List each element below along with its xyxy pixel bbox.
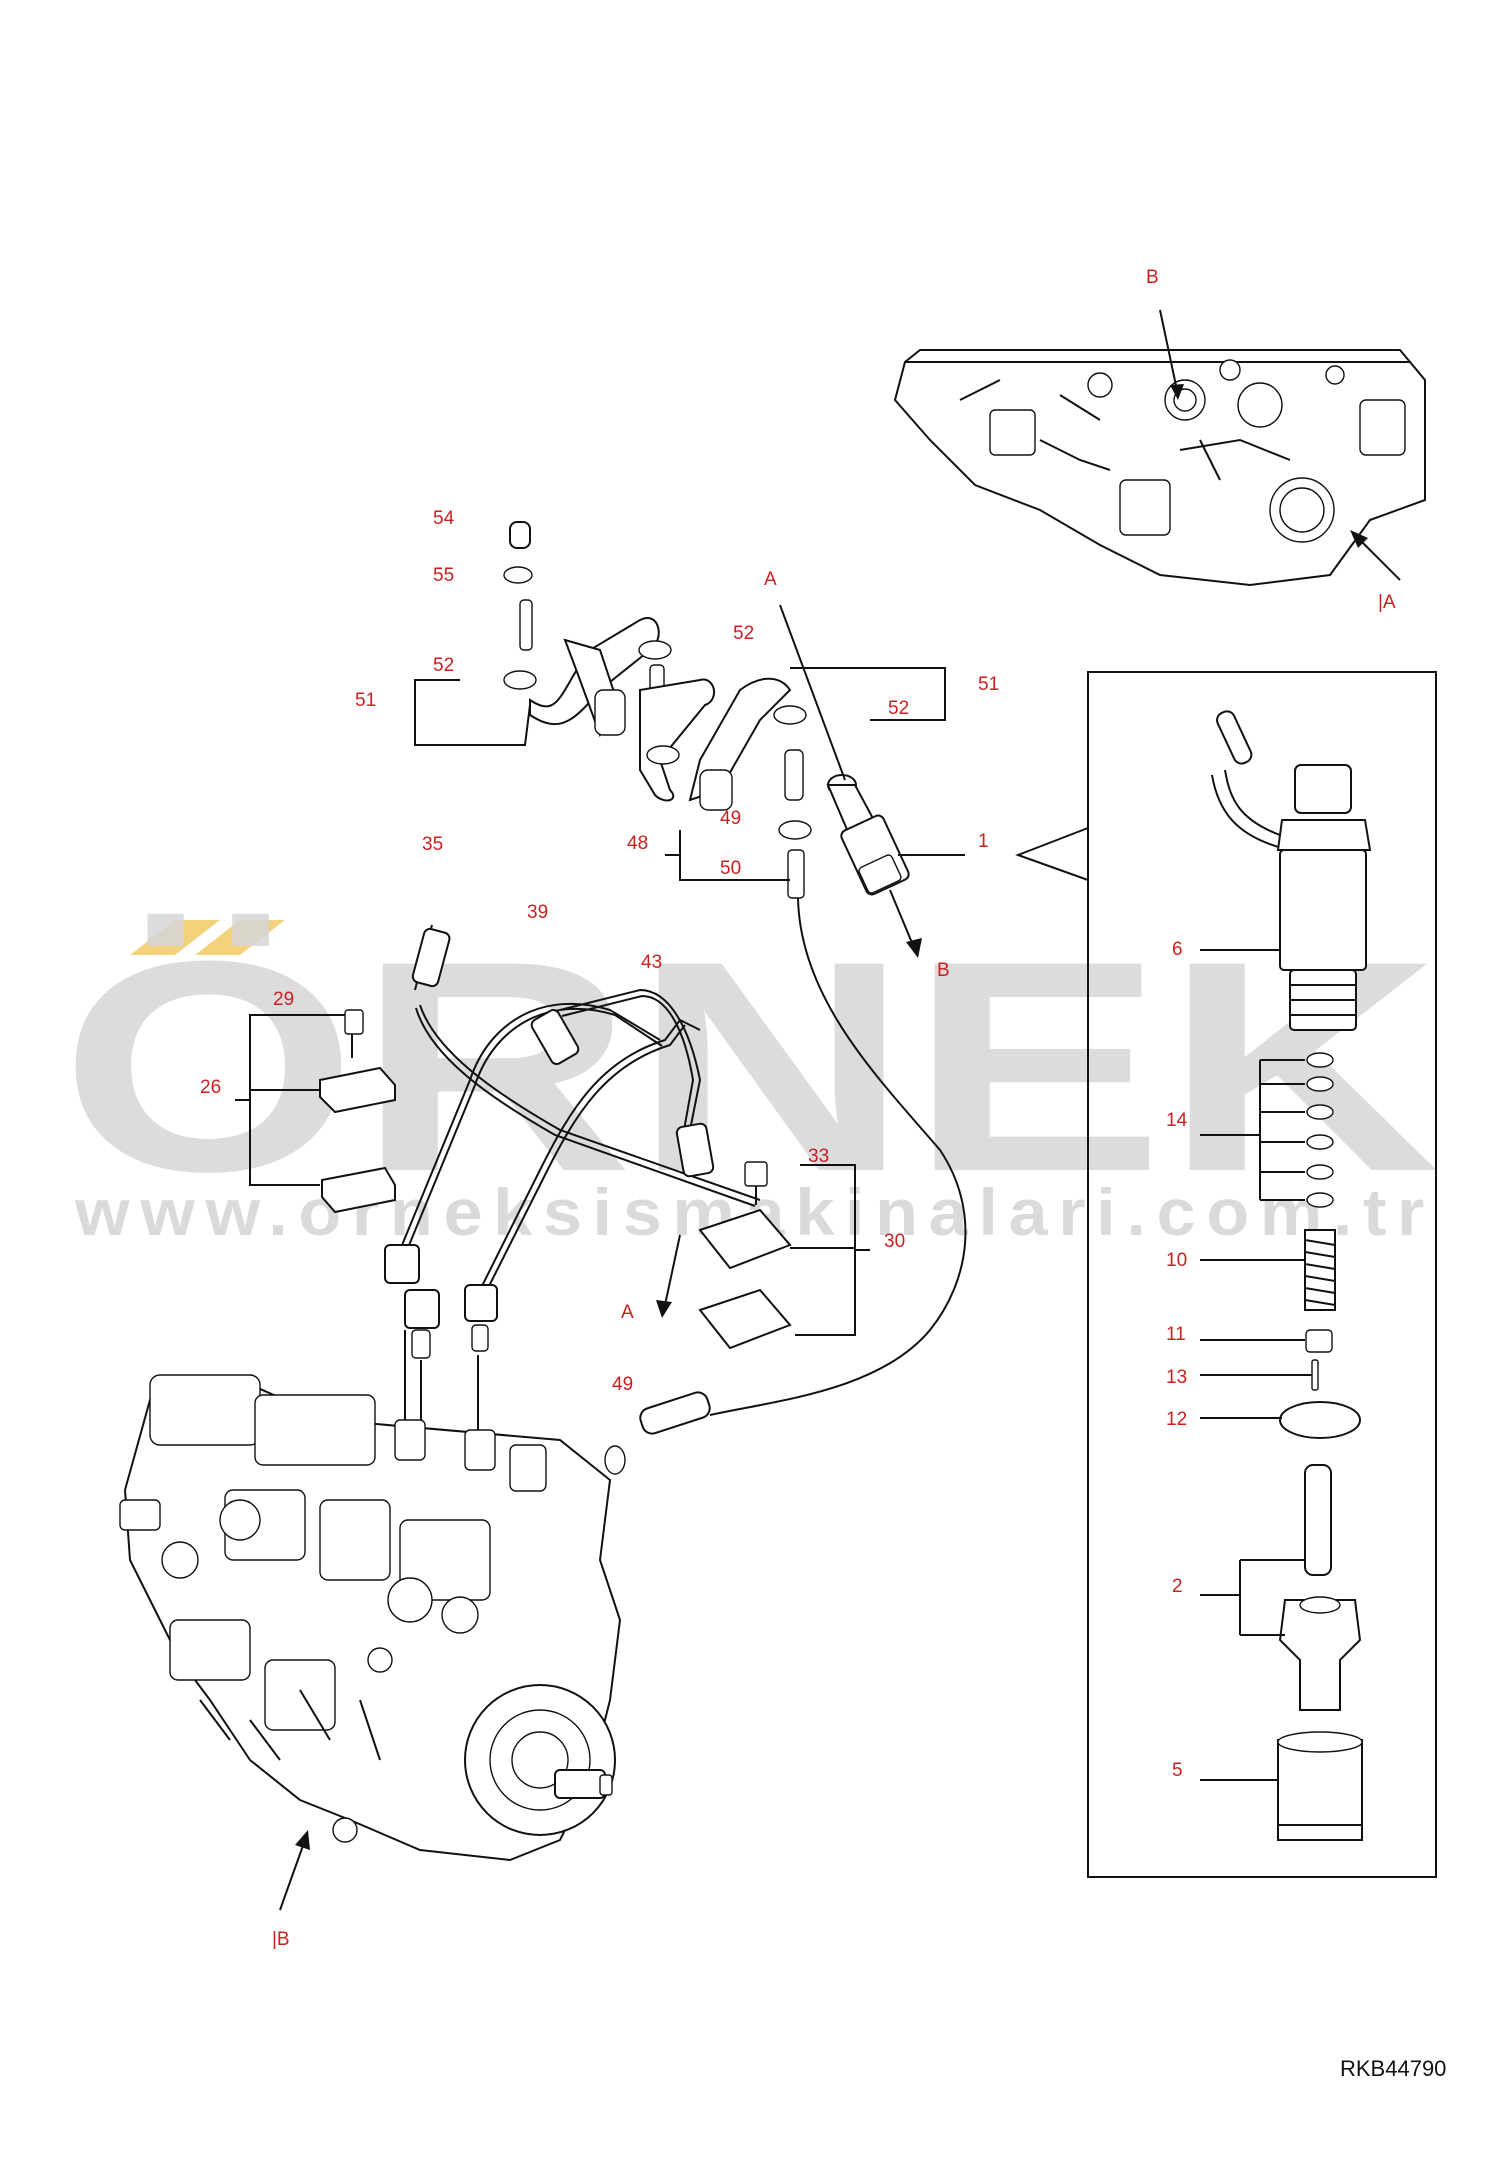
callout-51-left: 51 <box>355 690 376 711</box>
view-label-A-top: A <box>764 569 777 590</box>
callout-14: 14 <box>1166 1110 1188 1131</box>
callout-33: 33 <box>808 1146 829 1167</box>
fuel-return-hose <box>709 897 967 1416</box>
callout-55: 55 <box>433 565 454 586</box>
arrowhead-view-A <box>1350 530 1368 548</box>
bracket-14 <box>1200 1059 1305 1201</box>
view-label-A-arrow: |A <box>1378 592 1396 613</box>
bracket-26 <box>235 1014 345 1186</box>
view-label-B-mid: B <box>937 960 950 981</box>
arrow-view-B <box>279 1839 306 1911</box>
callout-43: 43 <box>641 952 662 973</box>
injection-pump-illustration <box>119 1374 622 1862</box>
callout-35: 35 <box>422 834 443 855</box>
hose-end <box>639 1391 711 1435</box>
callout-49-bottom: 49 <box>612 1374 633 1395</box>
callouts: 54 55 52 51 52 52 51 49 48 50 1 35 39 43… <box>200 267 1396 1950</box>
callout-54: 54 <box>433 508 455 529</box>
callout-12: 12 <box>1166 1409 1187 1430</box>
clip-49 <box>604 1445 626 1475</box>
clamp-30 <box>698 1161 792 1350</box>
arrowhead-view-B <box>295 1830 310 1850</box>
detail-box <box>1087 671 1437 1878</box>
bracket-48 <box>665 830 790 881</box>
arrowhead-A-mid <box>656 1300 672 1318</box>
watermark-accent-left <box>130 920 220 955</box>
callout-52-left: 52 <box>433 655 454 676</box>
callout-30: 30 <box>884 1231 905 1252</box>
bracket-2 <box>1200 1559 1305 1636</box>
reference-code: RKB44790 <box>1340 2056 1446 2081</box>
leak-off-pipes <box>503 521 812 899</box>
callout-29: 29 <box>273 989 294 1010</box>
callout-52-right: 52 <box>888 698 909 719</box>
bracket-51-left <box>414 679 531 746</box>
callout-1: 1 <box>978 831 989 852</box>
callout-52-mid: 52 <box>733 623 754 644</box>
callout-50: 50 <box>720 858 741 879</box>
watermark-accent-right <box>195 920 285 955</box>
clamp-26 <box>319 1009 396 1214</box>
injection-pipes <box>384 924 761 1440</box>
leader-B-head <box>1159 309 1179 396</box>
callout-11: 11 <box>1166 1324 1186 1345</box>
callout-10: 10 <box>1166 1250 1187 1271</box>
callout-2: 2 <box>1172 1576 1183 1597</box>
cylinder-head-illustration <box>893 349 1426 587</box>
arrow-B-mid <box>889 889 916 951</box>
view-label-B-top: B <box>1146 267 1159 288</box>
callout-39: 39 <box>527 902 548 923</box>
arrowhead-B-head <box>1170 384 1184 400</box>
callout-26: 26 <box>200 1077 221 1098</box>
nozzle-holder-1 <box>826 774 910 896</box>
bracket-30 <box>790 1164 870 1336</box>
callout-51-right: 51 <box>978 674 999 695</box>
view-label-A-mid: A <box>621 1302 634 1323</box>
detail-box-pointer <box>1015 827 1089 881</box>
callout-48: 48 <box>627 833 648 854</box>
nozzle-holder-detail <box>1211 710 1372 1841</box>
view-label-B-arrow: |B <box>272 1929 290 1950</box>
bracket-51-right <box>790 667 946 721</box>
callout-13: 13 <box>1166 1367 1187 1388</box>
callout-49-top: 49 <box>720 808 741 829</box>
callout-5: 5 <box>1172 1760 1183 1781</box>
callout-6: 6 <box>1172 939 1183 960</box>
arrowhead-B-mid <box>906 938 922 958</box>
arrow-A-mid <box>664 1234 681 1306</box>
leader-A-top <box>779 604 846 781</box>
